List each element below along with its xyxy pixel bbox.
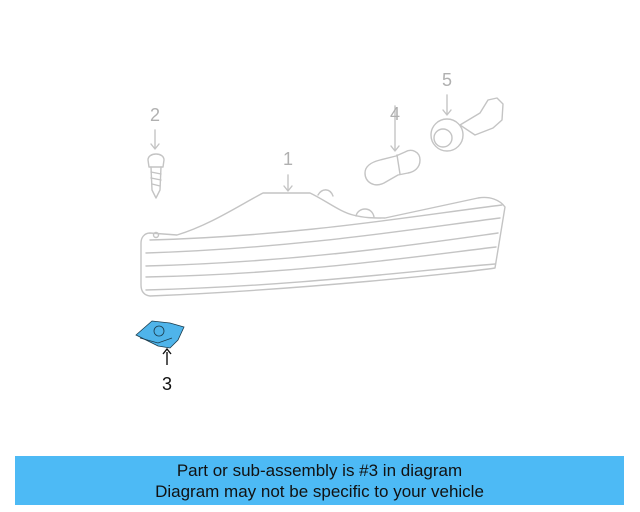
part-5-socket[interactable]: 5 xyxy=(430,70,504,152)
part-2-screw[interactable]: 2 xyxy=(147,105,165,199)
banner-line-disclaimer: Diagram may not be specific to your vehi… xyxy=(155,482,484,501)
part-4-bulb[interactable]: 4 xyxy=(364,104,421,186)
callout-5[interactable]: 5 xyxy=(442,70,452,90)
callout-2[interactable]: 2 xyxy=(150,105,160,125)
info-banner: Part or sub-assembly is #3 in diagram Di… xyxy=(15,456,624,505)
callout-3[interactable]: 3 xyxy=(162,374,172,394)
parts-diagram: 1 2 4 5 3 xyxy=(135,70,506,394)
banner-line-part: Part or sub-assembly is #3 in diagram xyxy=(176,461,463,480)
part-3-clip-nut[interactable]: 3 xyxy=(135,320,185,394)
callout-4[interactable]: 4 xyxy=(390,104,400,124)
part-1-lamp[interactable]: 1 xyxy=(140,149,506,297)
callout-1[interactable]: 1 xyxy=(283,149,293,169)
